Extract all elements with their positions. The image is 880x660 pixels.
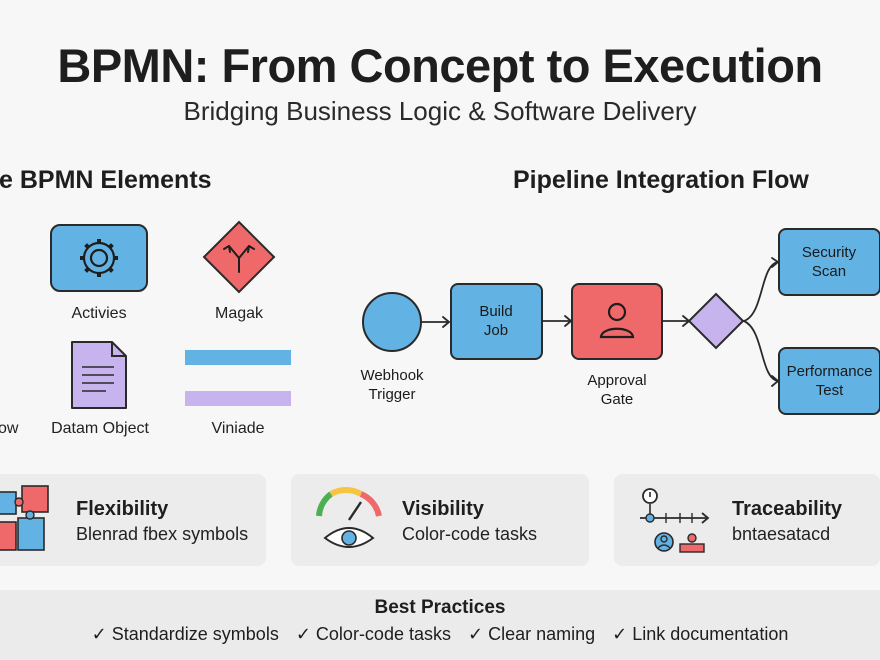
label-gateway: Magak [214,305,264,322]
security-scan-task [778,228,880,296]
performance-test-label: Performance Test [786,363,873,399]
webhook-trigger-label: Webhook Trigger [360,367,424,403]
card-flexibility-title: Flexibility [76,498,169,520]
gear-icon [80,239,118,277]
gauge-eye-icon [316,487,382,548]
build-job-task [450,283,543,360]
gateway-element [202,220,276,294]
card-visibility-title: Visibility [402,498,484,520]
card-visibility: Visibility Color-code tasks [291,474,589,566]
security-scan-label: Security Scan [801,244,857,280]
card-traceability-title: Traceability [732,498,843,520]
best-practice-item: ✓ Color-code tasks [295,624,451,644]
parallel-gateway [687,292,745,350]
start-event [362,292,422,352]
page-title: BPMN: From Concept to Execution [57,39,823,92]
approval-gate-task [571,283,663,360]
split-arrows-icon [223,245,255,273]
data-object-element [71,341,127,409]
build-job-label: Build Job [479,303,513,339]
performance-test-task [778,347,880,415]
timeline-trace-icon [640,488,710,553]
best-practice-item: ✓ Clear naming [468,624,596,644]
card-traceability: Traceability bntaesatacd [614,474,880,566]
approval-gate-label: Approval Gate [587,372,647,408]
lane-element [185,350,291,406]
best-practice-item: ✓ Link documentation [612,624,789,644]
document-lines-icon [82,366,114,392]
best-practices-title: Best Practices [374,597,506,618]
label-lane: Viniade [211,420,265,437]
best-practices-band [0,590,880,660]
core-elements-heading: ore BPMN Elements [0,166,212,194]
user-icon [599,302,635,339]
page-subtitle: Bridging Business Logic & Software Deliv… [183,96,697,126]
activity-element [50,224,148,292]
label-data-object: Datam Object [51,420,149,437]
puzzle-icon [0,485,49,551]
card-flexibility: Flexibility Blenrad fbex symbols [0,474,266,566]
best-practices-list: ✓ Standardize symbols ✓ Color-code tasks… [0,624,880,645]
card-visibility-subtitle: Color-code tasks [402,524,538,544]
card-flexibility-subtitle: Blenrad fbex symbols [76,524,249,544]
best-practice-item: ✓ Standardize symbols [91,624,279,644]
label-activities: Activies [71,305,127,322]
pipeline-flow-heading: Pipeline Integration Flow [513,166,809,194]
label-flow: ow [0,420,19,437]
card-traceability-subtitle: bntaesatacd [732,524,831,544]
